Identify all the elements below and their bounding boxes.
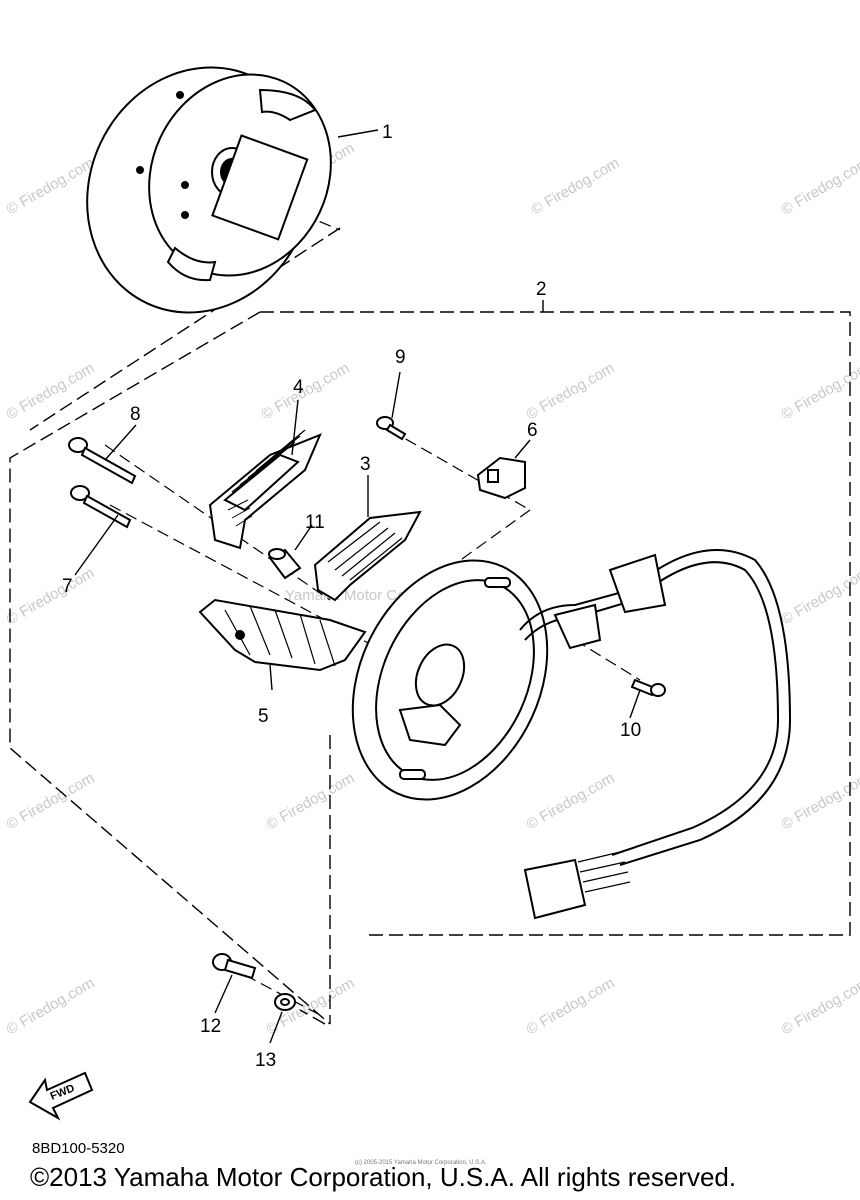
coil-part-4	[208, 429, 322, 550]
callout-10: 10	[620, 720, 641, 741]
copyright-text: ©2013 Yamaha Motor Corporation, U.S.A. A…	[30, 1162, 737, 1192]
diagram-code: 8BD100-5320	[32, 1140, 125, 1157]
callout-6: 6	[527, 420, 538, 441]
callout-1: 1	[382, 122, 393, 143]
watermark: © Firedog.com	[524, 359, 618, 423]
watermark: © Firedog.com	[779, 769, 860, 833]
callout-9: 9	[395, 347, 406, 368]
screw-part-10	[630, 678, 666, 697]
watermark: © Firedog.com	[524, 769, 618, 833]
watermark: © Firedog.com	[4, 154, 98, 218]
clamp-part-6	[476, 456, 526, 500]
watermark: © Firedog.com	[4, 564, 98, 628]
callout-12: 12	[200, 1016, 221, 1037]
watermark: © Firedog.com	[779, 154, 860, 218]
assembly-outline	[9, 227, 851, 1025]
flywheel-rotor	[86, 66, 332, 314]
washer-part-13	[274, 993, 296, 1011]
callout-8: 8	[130, 404, 141, 425]
watermark: © Firedog.com	[779, 974, 860, 1038]
callout-13: 13	[255, 1050, 276, 1071]
callout-11: 11	[305, 512, 325, 533]
callout-4: 4	[293, 377, 304, 398]
coil-part-3	[313, 510, 422, 602]
coil-part-5	[198, 598, 367, 672]
callouts: 1 2 3 4 5 6 7 8 9 10 11 12 13	[62, 122, 641, 1071]
wire-harness	[519, 549, 792, 920]
watermark: © Firedog.com	[259, 359, 353, 423]
spacer-part-11	[268, 548, 302, 580]
watermark: © Firedog.com	[4, 359, 98, 423]
callout-3: 3	[360, 454, 371, 475]
callout-7: 7	[62, 576, 73, 597]
watermark: © Firedog.com	[4, 769, 98, 833]
callout-5: 5	[258, 706, 269, 727]
stator-plate	[351, 559, 549, 801]
watermark: © Firedog.com	[779, 359, 860, 423]
watermark: © Firedog.com	[264, 769, 358, 833]
leader-lines	[74, 129, 641, 1044]
small-credit: (c) 2005-2015 Yamaha Motor Corporation, …	[355, 1160, 487, 1166]
bolt-part-12	[212, 953, 257, 980]
watermark: © Firedog.com	[4, 974, 98, 1038]
fwd-arrow-icon: FWD	[28, 1071, 94, 1121]
bolt-part-7	[70, 485, 132, 529]
bolt-part-8	[68, 437, 137, 485]
screw-part-9	[376, 416, 407, 441]
callout-2: 2	[536, 279, 547, 300]
watermark: © Firedog.com	[524, 974, 618, 1038]
watermark: © Firedog.com	[529, 154, 623, 218]
watermark: © Firedog.com	[779, 564, 860, 628]
